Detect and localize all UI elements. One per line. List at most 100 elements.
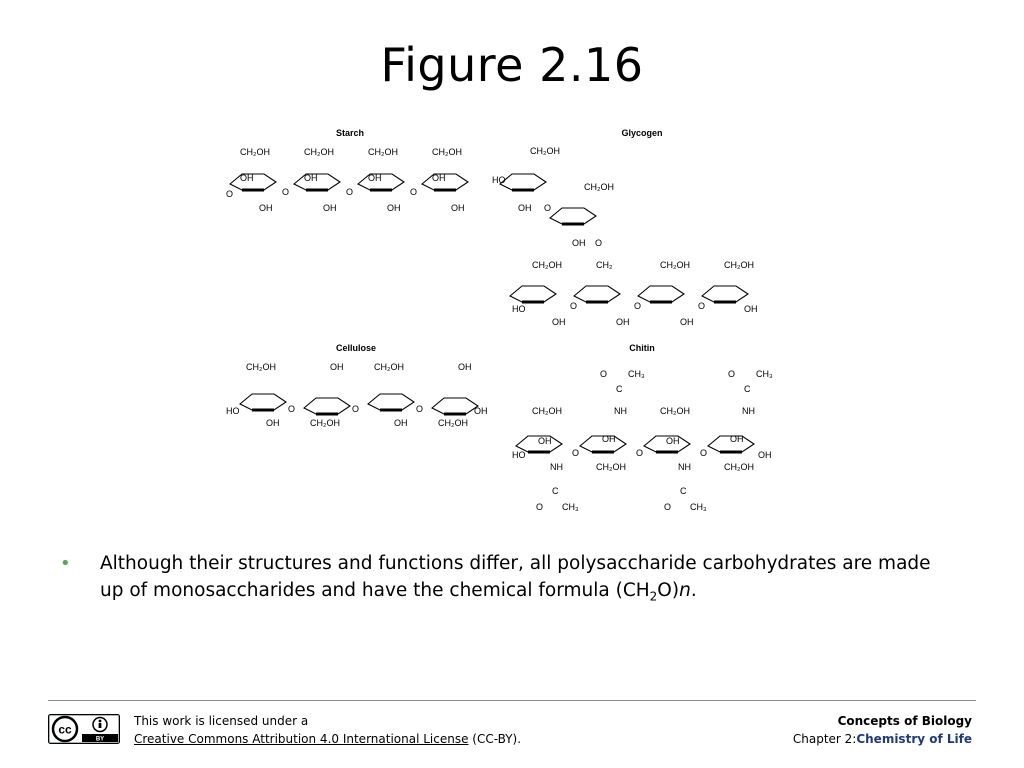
slide-title: Figure 2.16 bbox=[380, 38, 644, 92]
formula-subscript: 2 bbox=[649, 589, 658, 604]
svg-text:HO: HO bbox=[226, 406, 240, 416]
svg-text:O: O bbox=[698, 301, 705, 311]
svg-text:O: O bbox=[572, 448, 579, 458]
cellulose-label: Cellulose bbox=[336, 343, 376, 353]
cc-by-icon: cc BY bbox=[48, 714, 120, 744]
svg-text:CH₂OH: CH₂OH bbox=[374, 362, 404, 372]
svg-text:CH₂OH: CH₂OH bbox=[724, 462, 754, 472]
svg-text:O: O bbox=[282, 187, 289, 197]
chitin-label: Chitin bbox=[629, 343, 655, 353]
svg-text:HO: HO bbox=[492, 175, 506, 185]
svg-text:HO: HO bbox=[512, 450, 526, 460]
svg-text:O: O bbox=[410, 187, 417, 197]
bullet-period: . bbox=[690, 580, 697, 601]
formula-n: n bbox=[679, 580, 691, 601]
svg-text:CH₂OH: CH₂OH bbox=[432, 147, 462, 157]
svg-text:OH: OH bbox=[602, 434, 616, 444]
svg-text:OH: OH bbox=[744, 304, 758, 314]
svg-text:OH: OH bbox=[474, 406, 488, 416]
chapter-link[interactable]: Chemistry of Life bbox=[856, 732, 972, 746]
svg-text:O: O bbox=[570, 301, 577, 311]
bullet-text: Although their structures and functions … bbox=[100, 550, 940, 611]
bullet-marker: • bbox=[60, 553, 71, 574]
svg-text:O: O bbox=[544, 203, 551, 213]
cc-by-badge[interactable]: cc BY bbox=[48, 714, 120, 744]
svg-text:O: O bbox=[226, 189, 233, 199]
svg-text:OH: OH bbox=[538, 436, 552, 446]
starch-structure: CH₂OH CH₂OH CH₂OH CH₂OH OH OH OH OH OH O… bbox=[226, 147, 470, 213]
svg-text:OH: OH bbox=[266, 418, 280, 428]
svg-text:CH₂OH: CH₂OH bbox=[660, 406, 690, 416]
svg-text:CH₂OH: CH₂OH bbox=[246, 362, 276, 372]
svg-text:O: O bbox=[595, 238, 602, 248]
chapter-prefix: Chapter 2: bbox=[792, 732, 857, 746]
svg-text:NH: NH bbox=[742, 406, 755, 416]
svg-text:O: O bbox=[346, 187, 353, 197]
svg-text:OH: OH bbox=[730, 434, 744, 444]
svg-text:CH₂OH: CH₂OH bbox=[596, 462, 626, 472]
svg-text:O: O bbox=[600, 369, 607, 379]
svg-text:CH₃: CH₃ bbox=[756, 369, 773, 379]
svg-text:C: C bbox=[680, 486, 687, 496]
polysaccharide-diagram: Starch Glycogen Cellulose Chitin CH₂OH C… bbox=[226, 128, 773, 512]
svg-text:CH₂OH: CH₂OH bbox=[532, 260, 562, 270]
svg-text:C: C bbox=[744, 384, 751, 394]
svg-text:OH: OH bbox=[387, 203, 401, 213]
svg-text:O: O bbox=[416, 404, 423, 414]
svg-text:C: C bbox=[616, 384, 623, 394]
glycogen-label: Glycogen bbox=[621, 128, 662, 138]
svg-text:OH: OH bbox=[451, 203, 465, 213]
svg-text:CH₂OH: CH₂OH bbox=[584, 182, 614, 192]
svg-text:NH: NH bbox=[678, 462, 691, 472]
svg-text:CH₂OH: CH₂OH bbox=[304, 147, 334, 157]
svg-text:OH: OH bbox=[572, 238, 586, 248]
svg-text:OH: OH bbox=[680, 317, 694, 327]
chitin-structure: CH₂OH CH₂OH NH NH C C O CH₃ O CH₃ HO OH … bbox=[512, 369, 773, 512]
svg-text:C: C bbox=[552, 486, 559, 496]
svg-text:OH: OH bbox=[758, 450, 772, 460]
svg-text:O: O bbox=[536, 502, 543, 512]
svg-text:OH: OH bbox=[616, 317, 630, 327]
svg-text:OH: OH bbox=[368, 173, 382, 183]
license-link[interactable]: Creative Commons Attribution 4.0 Interna… bbox=[134, 732, 469, 746]
svg-text:HO: HO bbox=[512, 304, 526, 314]
svg-text:CH₂OH: CH₂OH bbox=[240, 147, 270, 157]
polysaccharide-figure: Starch Glycogen Cellulose Chitin CH₂OH C… bbox=[222, 122, 782, 522]
svg-text:OH: OH bbox=[518, 203, 532, 213]
cellulose-structure: CH₂OH OH CH₂OH OH HO OH CH₂OH OH CH₂OH O… bbox=[226, 362, 488, 428]
starch-label: Starch bbox=[336, 128, 364, 138]
svg-text:OH: OH bbox=[323, 203, 337, 213]
book-info: Concepts of Biology Chapter 2:Chemistry … bbox=[793, 712, 972, 748]
svg-text:CH₂OH: CH₂OH bbox=[530, 146, 560, 156]
svg-text:OH: OH bbox=[666, 436, 680, 446]
svg-text:O: O bbox=[636, 448, 643, 458]
svg-text:OH: OH bbox=[259, 203, 273, 213]
bullet-point: • Although their structures and function… bbox=[60, 550, 940, 611]
formula-mid: O) bbox=[657, 580, 680, 601]
svg-text:OH: OH bbox=[330, 362, 344, 372]
svg-text:CH₂: CH₂ bbox=[596, 260, 613, 270]
svg-text:CH₂OH: CH₂OH bbox=[310, 418, 340, 428]
svg-text:O: O bbox=[288, 404, 295, 414]
cc-badge-text: cc bbox=[58, 723, 72, 737]
svg-text:O: O bbox=[634, 301, 641, 311]
svg-text:OH: OH bbox=[458, 362, 472, 372]
svg-text:O: O bbox=[700, 448, 707, 458]
svg-text:OH: OH bbox=[432, 173, 446, 183]
footer-divider bbox=[48, 700, 976, 701]
svg-text:OH: OH bbox=[240, 173, 254, 183]
svg-text:CH₂OH: CH₂OH bbox=[438, 418, 468, 428]
svg-text:CH₂OH: CH₂OH bbox=[368, 147, 398, 157]
svg-text:CH₂OH: CH₂OH bbox=[532, 406, 562, 416]
glycogen-structure: CH₂OH CH₂OH HO OH OH O O CH₂OH CH₂ CH₂OH… bbox=[492, 146, 758, 327]
svg-text:CH₂OH: CH₂OH bbox=[660, 260, 690, 270]
svg-text:CH₃: CH₃ bbox=[628, 369, 645, 379]
svg-text:CH₃: CH₃ bbox=[562, 502, 579, 512]
license-line: This work is licensed under a bbox=[134, 714, 309, 728]
book-title: Concepts of Biology bbox=[837, 714, 972, 728]
license-suffix: (CC-BY). bbox=[468, 732, 522, 746]
svg-text:OH: OH bbox=[552, 317, 566, 327]
by-badge-text: BY bbox=[96, 737, 104, 743]
svg-text:NH: NH bbox=[614, 406, 627, 416]
svg-text:OH: OH bbox=[304, 173, 318, 183]
